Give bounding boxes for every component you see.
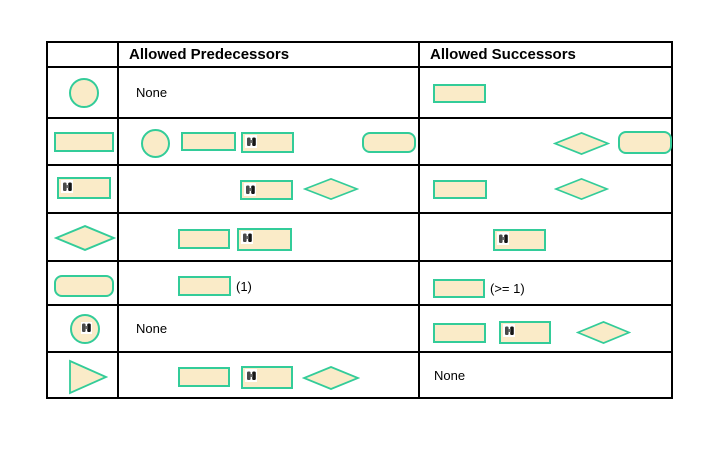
binoculars-icon	[244, 183, 256, 196]
rectangle-with-icon-shape	[493, 229, 546, 251]
binoculars-icon	[241, 231, 253, 244]
binoculars-icon	[245, 135, 257, 148]
cell-row2-successors	[419, 118, 672, 165]
header-allowed-predecessors: Allowed Predecessors	[118, 42, 419, 67]
rectangle-with-icon-shape	[241, 132, 294, 153]
predecessors-none-text: None	[136, 85, 168, 100]
cell-row6-shape	[47, 305, 118, 352]
cell-row6-predecessors: None	[118, 305, 419, 352]
rectangle-shape	[178, 367, 230, 387]
successors-none-text: None	[434, 367, 466, 383]
cell-row7-shape	[47, 352, 118, 398]
circle-shape	[141, 129, 170, 158]
rectangle-with-icon-shape	[241, 366, 293, 389]
predecessors-count-note: (1)	[236, 279, 252, 294]
cell-row5-successors: (>= 1)	[419, 261, 672, 305]
cell-row6-successors	[419, 305, 672, 352]
cell-row4-predecessors	[118, 213, 419, 261]
cell-row1-predecessors: None	[118, 67, 419, 118]
cell-row7-predecessors	[118, 352, 419, 398]
diamond-shape	[303, 178, 359, 200]
header-predecessors-label: Allowed Predecessors	[129, 46, 290, 63]
circle-shape	[69, 78, 99, 108]
diamond-shape	[302, 366, 360, 390]
predecessors-none-text: None	[136, 321, 168, 336]
binoculars-icon	[245, 369, 257, 382]
cell-row1-successors	[419, 67, 672, 118]
binoculars-icon	[497, 232, 509, 245]
rounded-rectangle-shape	[54, 275, 114, 297]
binoculars-icon	[61, 180, 73, 193]
cell-row5-shape	[47, 261, 118, 305]
rectangle-shape	[433, 279, 485, 298]
cell-row7-successors: None	[419, 352, 672, 398]
rectangle-with-icon-shape	[237, 228, 292, 251]
shape-rules-table: Allowed Predecessors Allowed Successors …	[46, 41, 673, 399]
header-allowed-successors: Allowed Successors	[419, 42, 672, 67]
binoculars-icon	[503, 324, 515, 337]
cell-row3-shape	[47, 165, 118, 213]
successors-count-note: (>= 1)	[490, 281, 525, 296]
binoculars-icon	[80, 321, 92, 334]
rounded-rectangle-shape	[618, 131, 672, 154]
rectangle-shape	[433, 323, 486, 343]
rectangle-shape	[433, 84, 486, 103]
header-shape-column	[47, 42, 118, 67]
rectangle-shape	[178, 276, 231, 296]
cell-row3-successors	[419, 165, 672, 213]
diamond-shape	[54, 225, 116, 251]
diamond-shape	[553, 132, 610, 155]
rectangle-shape	[433, 180, 487, 199]
diamond-shape	[576, 321, 631, 344]
triangle-shape	[69, 359, 108, 395]
cell-row5-predecessors: (1)	[118, 261, 419, 305]
diamond-shape	[554, 178, 609, 200]
cell-row4-successors	[419, 213, 672, 261]
cell-row2-predecessors	[118, 118, 419, 165]
rectangle-shape	[178, 229, 230, 249]
rectangle-with-icon-shape	[499, 321, 551, 344]
rounded-rectangle-shape	[362, 132, 416, 153]
rectangle-with-icon-shape	[57, 177, 111, 199]
rectangle-shape	[54, 132, 114, 152]
header-successors-label: Allowed Successors	[430, 46, 576, 63]
cell-row3-predecessors	[118, 165, 419, 213]
cell-row2-shape	[47, 118, 118, 165]
cell-row4-shape	[47, 213, 118, 261]
rectangle-with-icon-shape	[240, 180, 293, 200]
cell-row1-shape	[47, 67, 118, 118]
circle-with-icon-shape	[70, 314, 100, 344]
rectangle-shape	[181, 132, 236, 151]
